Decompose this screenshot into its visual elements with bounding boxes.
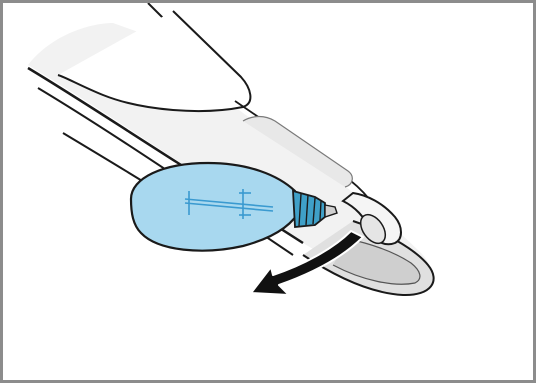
bulb-replacement-illustration [27,3,435,297]
light-bulb-icon [129,161,338,252]
lamp-housing-icon [27,3,435,297]
rotation-arrow-icon [250,230,364,296]
